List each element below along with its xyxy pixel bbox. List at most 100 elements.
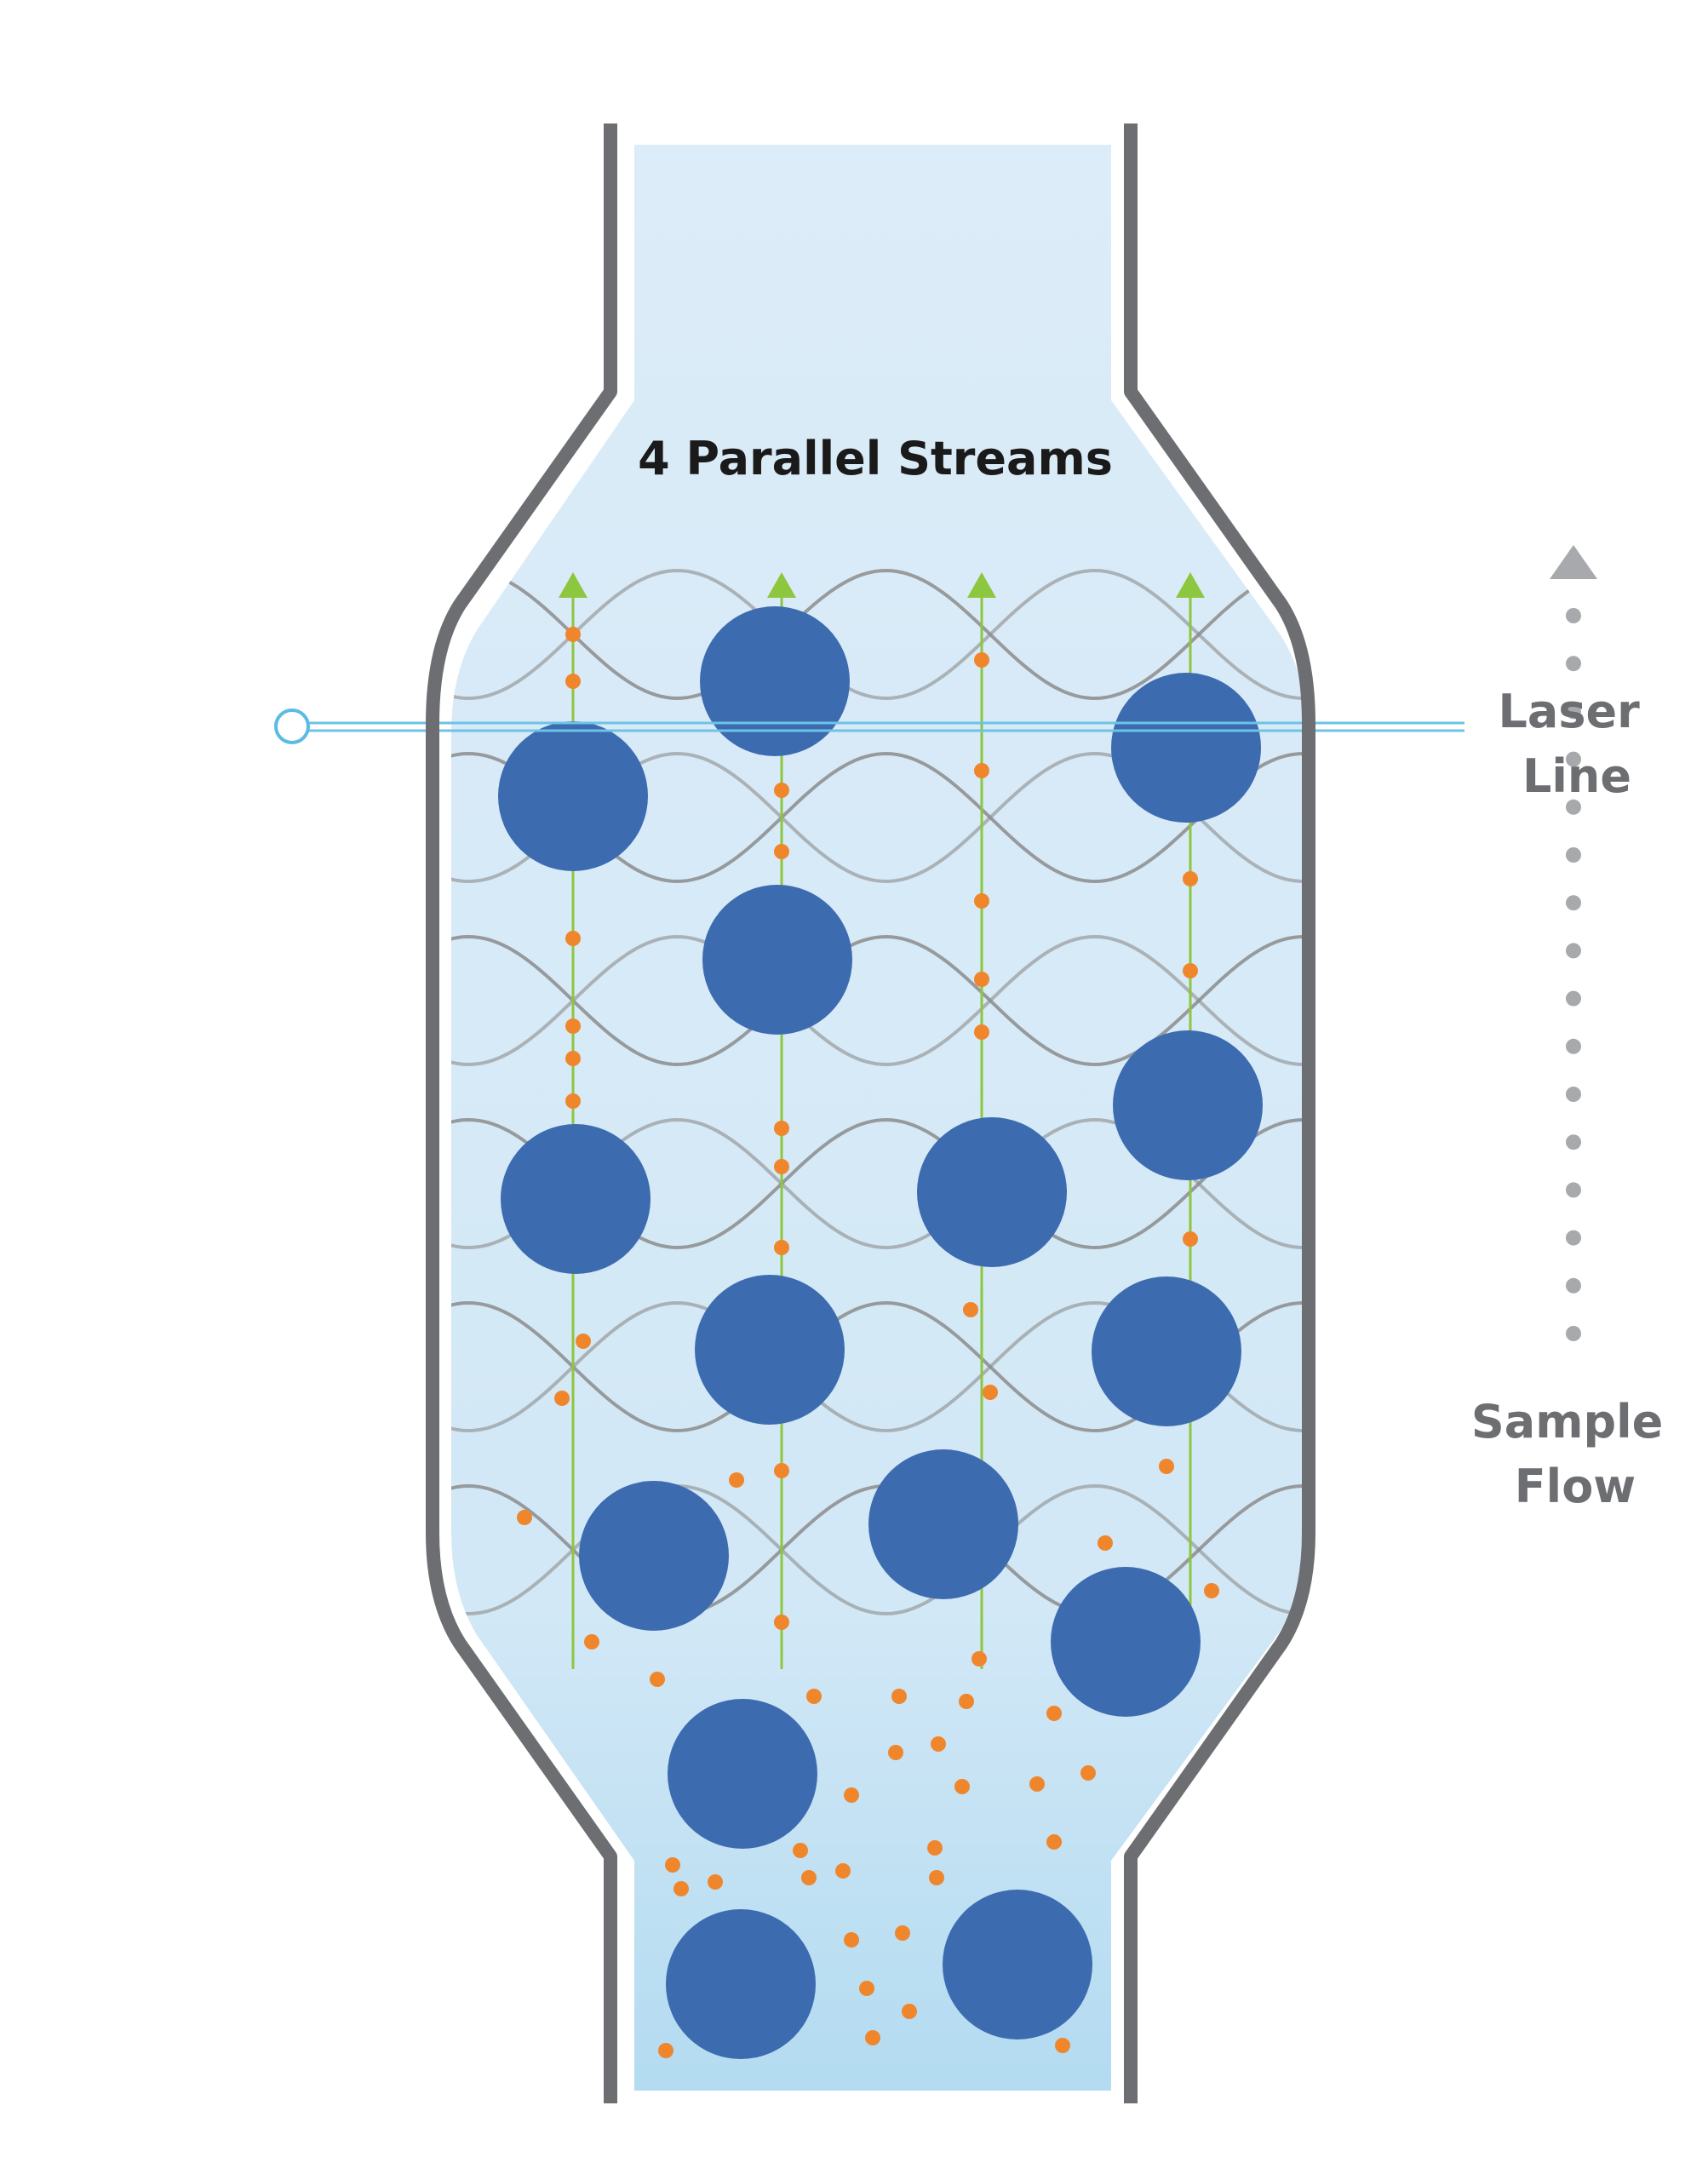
large-particle <box>666 1909 816 2059</box>
small-particle <box>774 1240 789 1255</box>
small-particle <box>517 1510 532 1525</box>
small-particle <box>565 1051 581 1066</box>
small-particle <box>929 1870 944 1885</box>
small-particle <box>584 1634 599 1649</box>
small-particle <box>1183 1231 1198 1247</box>
small-particle <box>844 1787 859 1803</box>
flow-dot <box>1566 656 1581 672</box>
large-particle <box>917 1117 1067 1267</box>
small-particle <box>565 1093 581 1109</box>
wave-curve <box>451 1117 1307 1250</box>
small-particle <box>1183 963 1198 978</box>
small-particle <box>1159 1459 1174 1474</box>
large-particle <box>1051 1567 1201 1717</box>
large-particle <box>498 721 648 871</box>
small-particle <box>565 627 581 642</box>
small-particle <box>974 893 989 909</box>
large-particle <box>1092 1276 1241 1426</box>
flow-dot <box>1566 1277 1581 1294</box>
small-particle <box>931 1736 946 1752</box>
large-particle <box>579 1481 729 1631</box>
large-particle <box>1113 1030 1263 1180</box>
channel-wall-left <box>426 123 617 2103</box>
flow-dot <box>1566 703 1581 720</box>
flow-dot <box>1566 895 1581 911</box>
small-particle <box>974 763 989 778</box>
large-particle <box>1111 673 1261 823</box>
small-particle <box>774 1121 789 1136</box>
flow-dot <box>1566 990 1581 1007</box>
small-particles <box>517 627 1219 2058</box>
channel-wall-right <box>1124 123 1315 2103</box>
small-particle <box>959 1694 974 1709</box>
large-particle <box>702 885 852 1035</box>
small-particle <box>844 1932 859 1948</box>
small-particle <box>774 844 789 859</box>
small-particle <box>888 1745 903 1760</box>
laser-line-label: Laser Line <box>1498 685 1655 803</box>
small-particle <box>1055 2038 1070 2053</box>
stream-arrow-icon <box>767 572 796 598</box>
small-particle <box>1183 871 1198 886</box>
flow-dot <box>1566 1182 1581 1198</box>
small-particle <box>774 1159 789 1174</box>
title-label: 4 Parallel Streams <box>638 432 1113 485</box>
large-particle <box>943 1890 1092 2039</box>
small-particle <box>729 1472 744 1488</box>
small-particle <box>954 1779 970 1794</box>
flow-dot <box>1566 799 1581 815</box>
flow-dot <box>1566 751 1581 767</box>
small-particle <box>673 1881 689 1896</box>
small-particle <box>902 2004 917 2019</box>
large-particle <box>695 1275 845 1425</box>
small-particle <box>576 1334 591 1349</box>
large-particle <box>501 1124 651 1274</box>
small-particle <box>1204 1583 1219 1598</box>
sample-flow-arrow-icon <box>1550 545 1597 1341</box>
small-particle <box>806 1689 822 1704</box>
flow-label-line2: Flow <box>1515 1460 1636 1513</box>
small-particle <box>983 1385 998 1400</box>
flow-dot <box>1566 1134 1581 1150</box>
small-particle <box>1080 1765 1096 1781</box>
small-particle <box>774 1463 789 1478</box>
small-particle <box>1046 1706 1062 1721</box>
small-particle <box>650 1672 665 1687</box>
laser-label-line2: Line <box>1522 749 1631 803</box>
small-particle <box>865 2030 880 2045</box>
small-particle <box>793 1843 808 1858</box>
small-particle <box>1046 1834 1062 1850</box>
flow-dot <box>1566 1230 1581 1246</box>
small-particle <box>565 1018 581 1034</box>
stream-arrow-icon <box>1176 572 1205 598</box>
flow-label-line1: Sample <box>1471 1395 1663 1449</box>
small-particle <box>565 931 581 946</box>
small-particle <box>963 1302 978 1317</box>
small-particle <box>974 652 989 668</box>
flow-dot <box>1566 1326 1581 1341</box>
small-particle <box>974 972 989 987</box>
small-particle <box>708 1874 723 1890</box>
small-particle <box>891 1689 907 1704</box>
small-particle <box>665 1857 680 1873</box>
small-particle <box>927 1840 943 1856</box>
stream-arrow-icon <box>559 572 587 598</box>
small-particle <box>565 674 581 689</box>
wave-curve <box>451 1483 1307 1616</box>
small-particle <box>895 1925 910 1941</box>
small-particle <box>801 1870 817 1885</box>
large-particle <box>700 606 850 756</box>
small-particle <box>1098 1535 1113 1551</box>
small-particle <box>859 1981 874 1996</box>
large-particle <box>668 1699 817 1849</box>
small-particle <box>835 1863 851 1879</box>
flow-dot <box>1566 847 1581 863</box>
small-particle <box>774 783 789 798</box>
large-particles <box>498 606 1263 2059</box>
laser-source-icon <box>274 708 310 744</box>
wave-curve <box>451 751 1307 884</box>
laser-line <box>274 708 1464 744</box>
small-particle <box>774 1615 789 1630</box>
wave-curve <box>451 1483 1307 1616</box>
